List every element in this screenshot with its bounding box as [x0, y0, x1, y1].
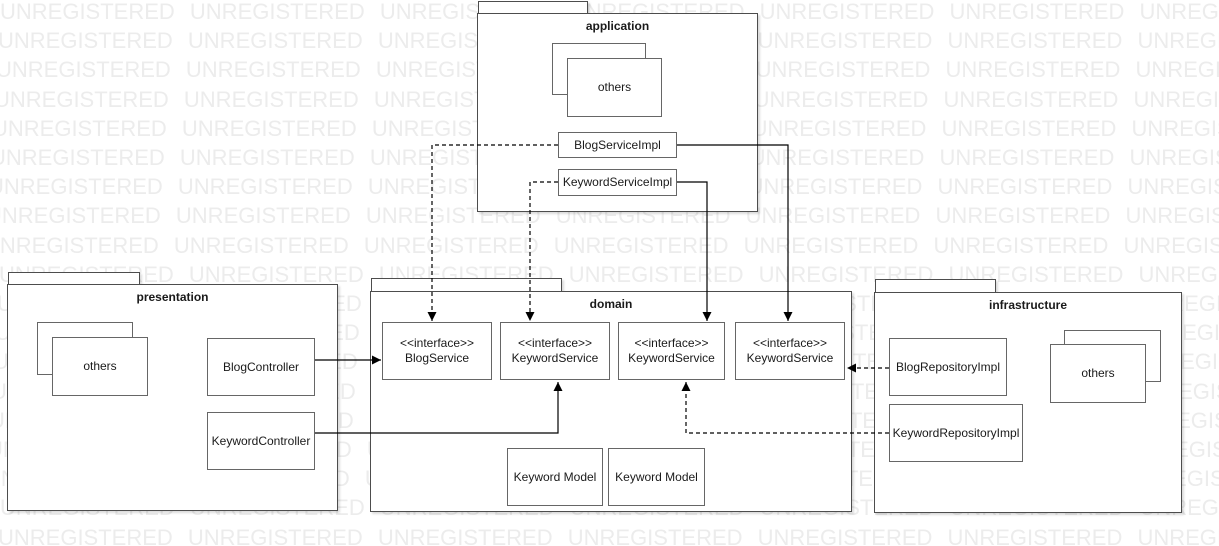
keyword-controller-label: KeywordController [211, 433, 311, 448]
interface-stereotype: <<interface>> [517, 336, 593, 350]
node-keyword-repository-impl[interactable]: KeywordRepositoryImpl [889, 404, 1023, 462]
node-interface-keyword-service-2[interactable]: <<interface>> KeywordService [618, 322, 725, 380]
application-others-label: others [597, 80, 632, 94]
interface-stereotype: <<interface>> [399, 336, 475, 350]
presentation-others-label: others [83, 359, 117, 373]
interface-name: BlogService [404, 351, 470, 365]
package-application-tab[interactable] [478, 1, 588, 13]
node-keyword-controller[interactable]: KeywordController [207, 412, 315, 470]
node-keyword-model-2[interactable]: Keyword Model [608, 448, 705, 506]
keyword-model-label: Keyword Model [615, 469, 698, 484]
keyword-model-label: Keyword Model [513, 469, 597, 484]
package-presentation-title: presentation [136, 290, 209, 304]
package-infrastructure-tab[interactable] [875, 279, 996, 292]
interface-stereotype: <<interface>> [752, 336, 828, 350]
infrastructure-others-box[interactable]: others [1050, 344, 1146, 403]
infrastructure-others-label: others [1081, 366, 1115, 380]
blog-service-impl-label: BlogServiceImpl [574, 137, 661, 152]
node-blog-service-impl[interactable]: BlogServiceImpl [558, 132, 677, 158]
interface-stereotype: <<interface>> [634, 336, 709, 350]
node-interface-keyword-service-1[interactable]: <<interface>> KeywordService [500, 322, 610, 380]
node-blog-controller[interactable]: BlogController [207, 338, 315, 396]
package-domain-title: domain [589, 297, 633, 311]
node-blog-repository-impl[interactable]: BlogRepositoryImpl [889, 338, 1007, 396]
blog-repository-impl-label: BlogRepositoryImpl [895, 359, 1001, 374]
keyword-service-impl-label: KeywordServiceImpl [562, 175, 673, 189]
node-keyword-model-1[interactable]: Keyword Model [507, 448, 603, 506]
package-application-title: application [585, 19, 650, 33]
blog-controller-label: BlogController [222, 359, 300, 374]
node-keyword-service-impl[interactable]: KeywordServiceImpl [558, 169, 677, 196]
package-infrastructure-title: infrastructure [988, 298, 1068, 312]
package-presentation-tab[interactable] [8, 272, 140, 284]
node-interface-blog-service[interactable]: <<interface>> BlogService [382, 322, 492, 380]
interface-name: KeywordService [511, 351, 599, 365]
keyword-repository-impl-label: KeywordRepositoryImpl [892, 425, 1020, 440]
application-others-box[interactable]: others [567, 58, 662, 117]
package-presentation[interactable]: presentation [7, 284, 338, 511]
interface-name: KeywordService [746, 351, 834, 365]
node-interface-keyword-service-3[interactable]: <<interface>> KeywordService [735, 322, 845, 380]
interface-name: KeywordService [628, 351, 715, 365]
package-domain-tab[interactable] [371, 278, 562, 291]
presentation-others-box[interactable]: others [52, 337, 148, 396]
